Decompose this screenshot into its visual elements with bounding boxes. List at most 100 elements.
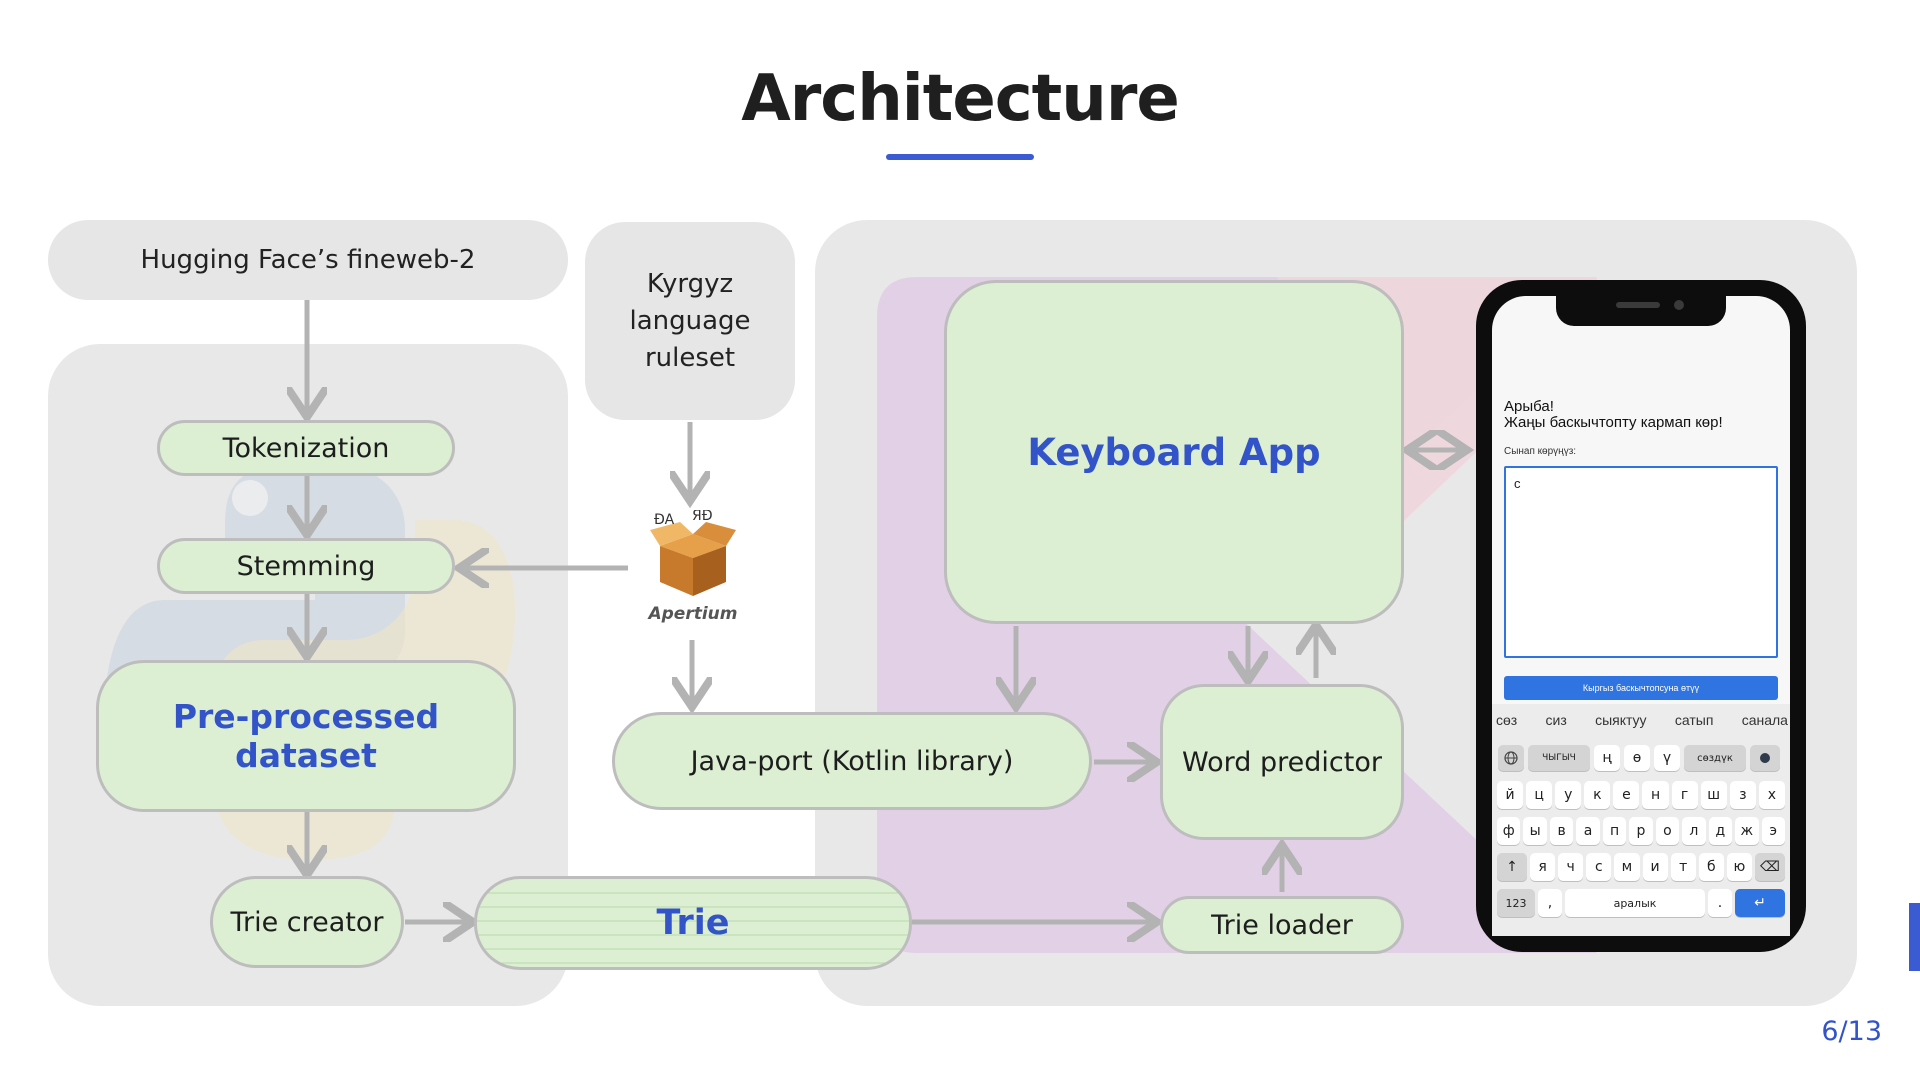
key[interactable]: т — [1670, 853, 1696, 881]
key[interactable]: б — [1698, 853, 1724, 881]
key[interactable]: м — [1614, 853, 1640, 881]
key[interactable]: ю — [1726, 853, 1752, 881]
key-row-2: ф ы в а п р о л д ж э — [1497, 817, 1785, 845]
comma-key[interactable]: , — [1538, 889, 1562, 917]
phone-switch-button-label: Кыргыз баскычтопсуна өтүү — [1582, 683, 1700, 693]
kyrgyz-label-line1: Kyrgyz — [646, 268, 734, 299]
shift-key[interactable]: ↑ — [1497, 853, 1527, 881]
key[interactable]: ы — [1523, 817, 1547, 845]
phone-text-input[interactable]: c — [1504, 466, 1778, 658]
suggestion-item[interactable]: сатып — [1674, 712, 1714, 728]
enter-key[interactable]: ↵ — [1735, 889, 1785, 917]
kyrgyz-ruleset: Kyrgyz language ruleset — [585, 222, 795, 420]
key[interactable]: ж — [1735, 817, 1759, 845]
stemming-node: Stemming — [157, 538, 455, 594]
svg-text:ÐA: ÐA — [654, 512, 675, 528]
key[interactable]: э — [1761, 817, 1785, 845]
key[interactable]: ш — [1700, 781, 1727, 809]
key[interactable]: и — [1642, 853, 1668, 881]
slide-edge-marker — [1909, 903, 1920, 971]
layout-key[interactable]: ЧЫГЫЧ — [1528, 745, 1590, 771]
key[interactable]: а — [1576, 817, 1600, 845]
phone-camera — [1674, 300, 1684, 310]
trie-node: Trie — [474, 876, 912, 970]
key[interactable]: д — [1708, 817, 1733, 845]
trie-creator-node: Trie creator — [210, 876, 404, 968]
key[interactable]: к — [1584, 781, 1611, 809]
suggestion-item[interactable]: санала — [1741, 712, 1788, 728]
numbers-key[interactable]: 123 — [1497, 889, 1535, 917]
key[interactable]: ц — [1526, 781, 1553, 809]
backspace-key[interactable]: ⌫ — [1755, 853, 1785, 881]
word-predictor-node: Word predictor — [1160, 684, 1404, 840]
binary-pattern — [477, 892, 909, 964]
dictionary-key[interactable]: сөздүк — [1684, 745, 1746, 771]
trie-label: Trie — [656, 903, 730, 943]
phone-notch — [1556, 296, 1726, 326]
key-row-3: ↑ я ч с м и т б ю ⌫ — [1497, 853, 1785, 881]
key[interactable]: с — [1586, 853, 1612, 881]
word-predictor-label: Word predictor — [1182, 746, 1382, 778]
apertium-logo: ÐA ЯÐ Apertium — [628, 510, 758, 630]
key[interactable]: л — [1682, 817, 1706, 845]
keyboard-app-label: Keyboard App — [1027, 430, 1321, 474]
page-number: 6/13 — [1821, 1016, 1882, 1047]
page-title: Architecture — [741, 62, 1180, 136]
suggestion-bar: сөз сиз сыяктуу сатып санала — [1496, 712, 1788, 732]
key[interactable]: я — [1530, 853, 1556, 881]
stemming-label: Stemming — [236, 550, 376, 582]
key[interactable]: в — [1549, 817, 1574, 845]
tokenization-node: Tokenization — [157, 420, 455, 476]
keyboard-app-node: Keyboard App — [944, 280, 1404, 624]
kyrgyz-label-line2: language — [629, 305, 751, 336]
box-icon: ÐA ЯÐ — [650, 510, 736, 596]
key-o-umlaut[interactable]: ө — [1624, 745, 1650, 771]
phone-speaker — [1616, 302, 1660, 308]
java-port-label: Java-port (Kotlin library) — [690, 745, 1014, 777]
theme-icon — [1760, 753, 1770, 763]
space-key[interactable]: аралык — [1565, 889, 1705, 917]
key[interactable]: у — [1555, 781, 1582, 809]
trie-loader-label: Trie loader — [1211, 909, 1353, 941]
phone-greeting: Арыба! — [1504, 398, 1554, 415]
tokenization-label: Tokenization — [222, 432, 390, 464]
key[interactable]: н — [1642, 781, 1669, 809]
key[interactable]: з — [1729, 781, 1756, 809]
fineweb-label: Hugging Face’s fineweb-2 — [140, 245, 476, 275]
svg-text:ЯÐ: ЯÐ — [692, 510, 713, 524]
key[interactable]: г — [1671, 781, 1698, 809]
phone-subtitle: Жаңы баскычтопту кармап көр! — [1504, 414, 1723, 431]
trie-creator-label: Trie creator — [230, 906, 384, 938]
title-underline — [886, 154, 1034, 160]
phone-input-value: c — [1514, 476, 1521, 491]
key[interactable]: й — [1497, 781, 1524, 809]
trie-loader-node: Trie loader — [1160, 896, 1404, 954]
preprocessed-label: Pre-processed dataset — [172, 697, 440, 775]
key-row-4: 123 , аралык . ↵ — [1497, 889, 1785, 917]
preprocessed-dataset-node: Pre-processed dataset — [96, 660, 516, 812]
key[interactable]: ф — [1497, 817, 1521, 845]
globe-key[interactable] — [1498, 745, 1524, 771]
fineweb-source: Hugging Face’s fineweb-2 — [48, 220, 568, 300]
java-port-node: Java-port (Kotlin library) — [612, 712, 1092, 810]
kyrgyz-label-line3: ruleset — [644, 342, 736, 373]
theme-key[interactable] — [1750, 745, 1780, 771]
phone-input-label: Сынап көрүңүз: — [1504, 446, 1577, 457]
key-row-1: й ц у к е н г ш з х — [1497, 781, 1785, 809]
key[interactable]: п — [1602, 817, 1627, 845]
key[interactable]: о — [1655, 817, 1680, 845]
key[interactable]: ч — [1558, 853, 1584, 881]
key[interactable]: е — [1613, 781, 1640, 809]
suggestion-item[interactable]: сиз — [1545, 712, 1567, 728]
suggestion-item[interactable]: сөз — [1496, 712, 1518, 728]
key-ng[interactable]: ң — [1594, 745, 1620, 771]
key-u-straight[interactable]: ү — [1654, 745, 1680, 771]
key[interactable]: х — [1758, 781, 1785, 809]
period-key[interactable]: . — [1708, 889, 1732, 917]
suggestion-item[interactable]: сыяктуу — [1595, 712, 1647, 728]
key[interactable]: р — [1629, 817, 1653, 845]
apertium-label: Apertium — [648, 604, 738, 624]
phone-switch-button[interactable]: Кыргыз баскычтопсуна өтүү — [1504, 676, 1778, 700]
globe-icon — [1504, 751, 1518, 765]
